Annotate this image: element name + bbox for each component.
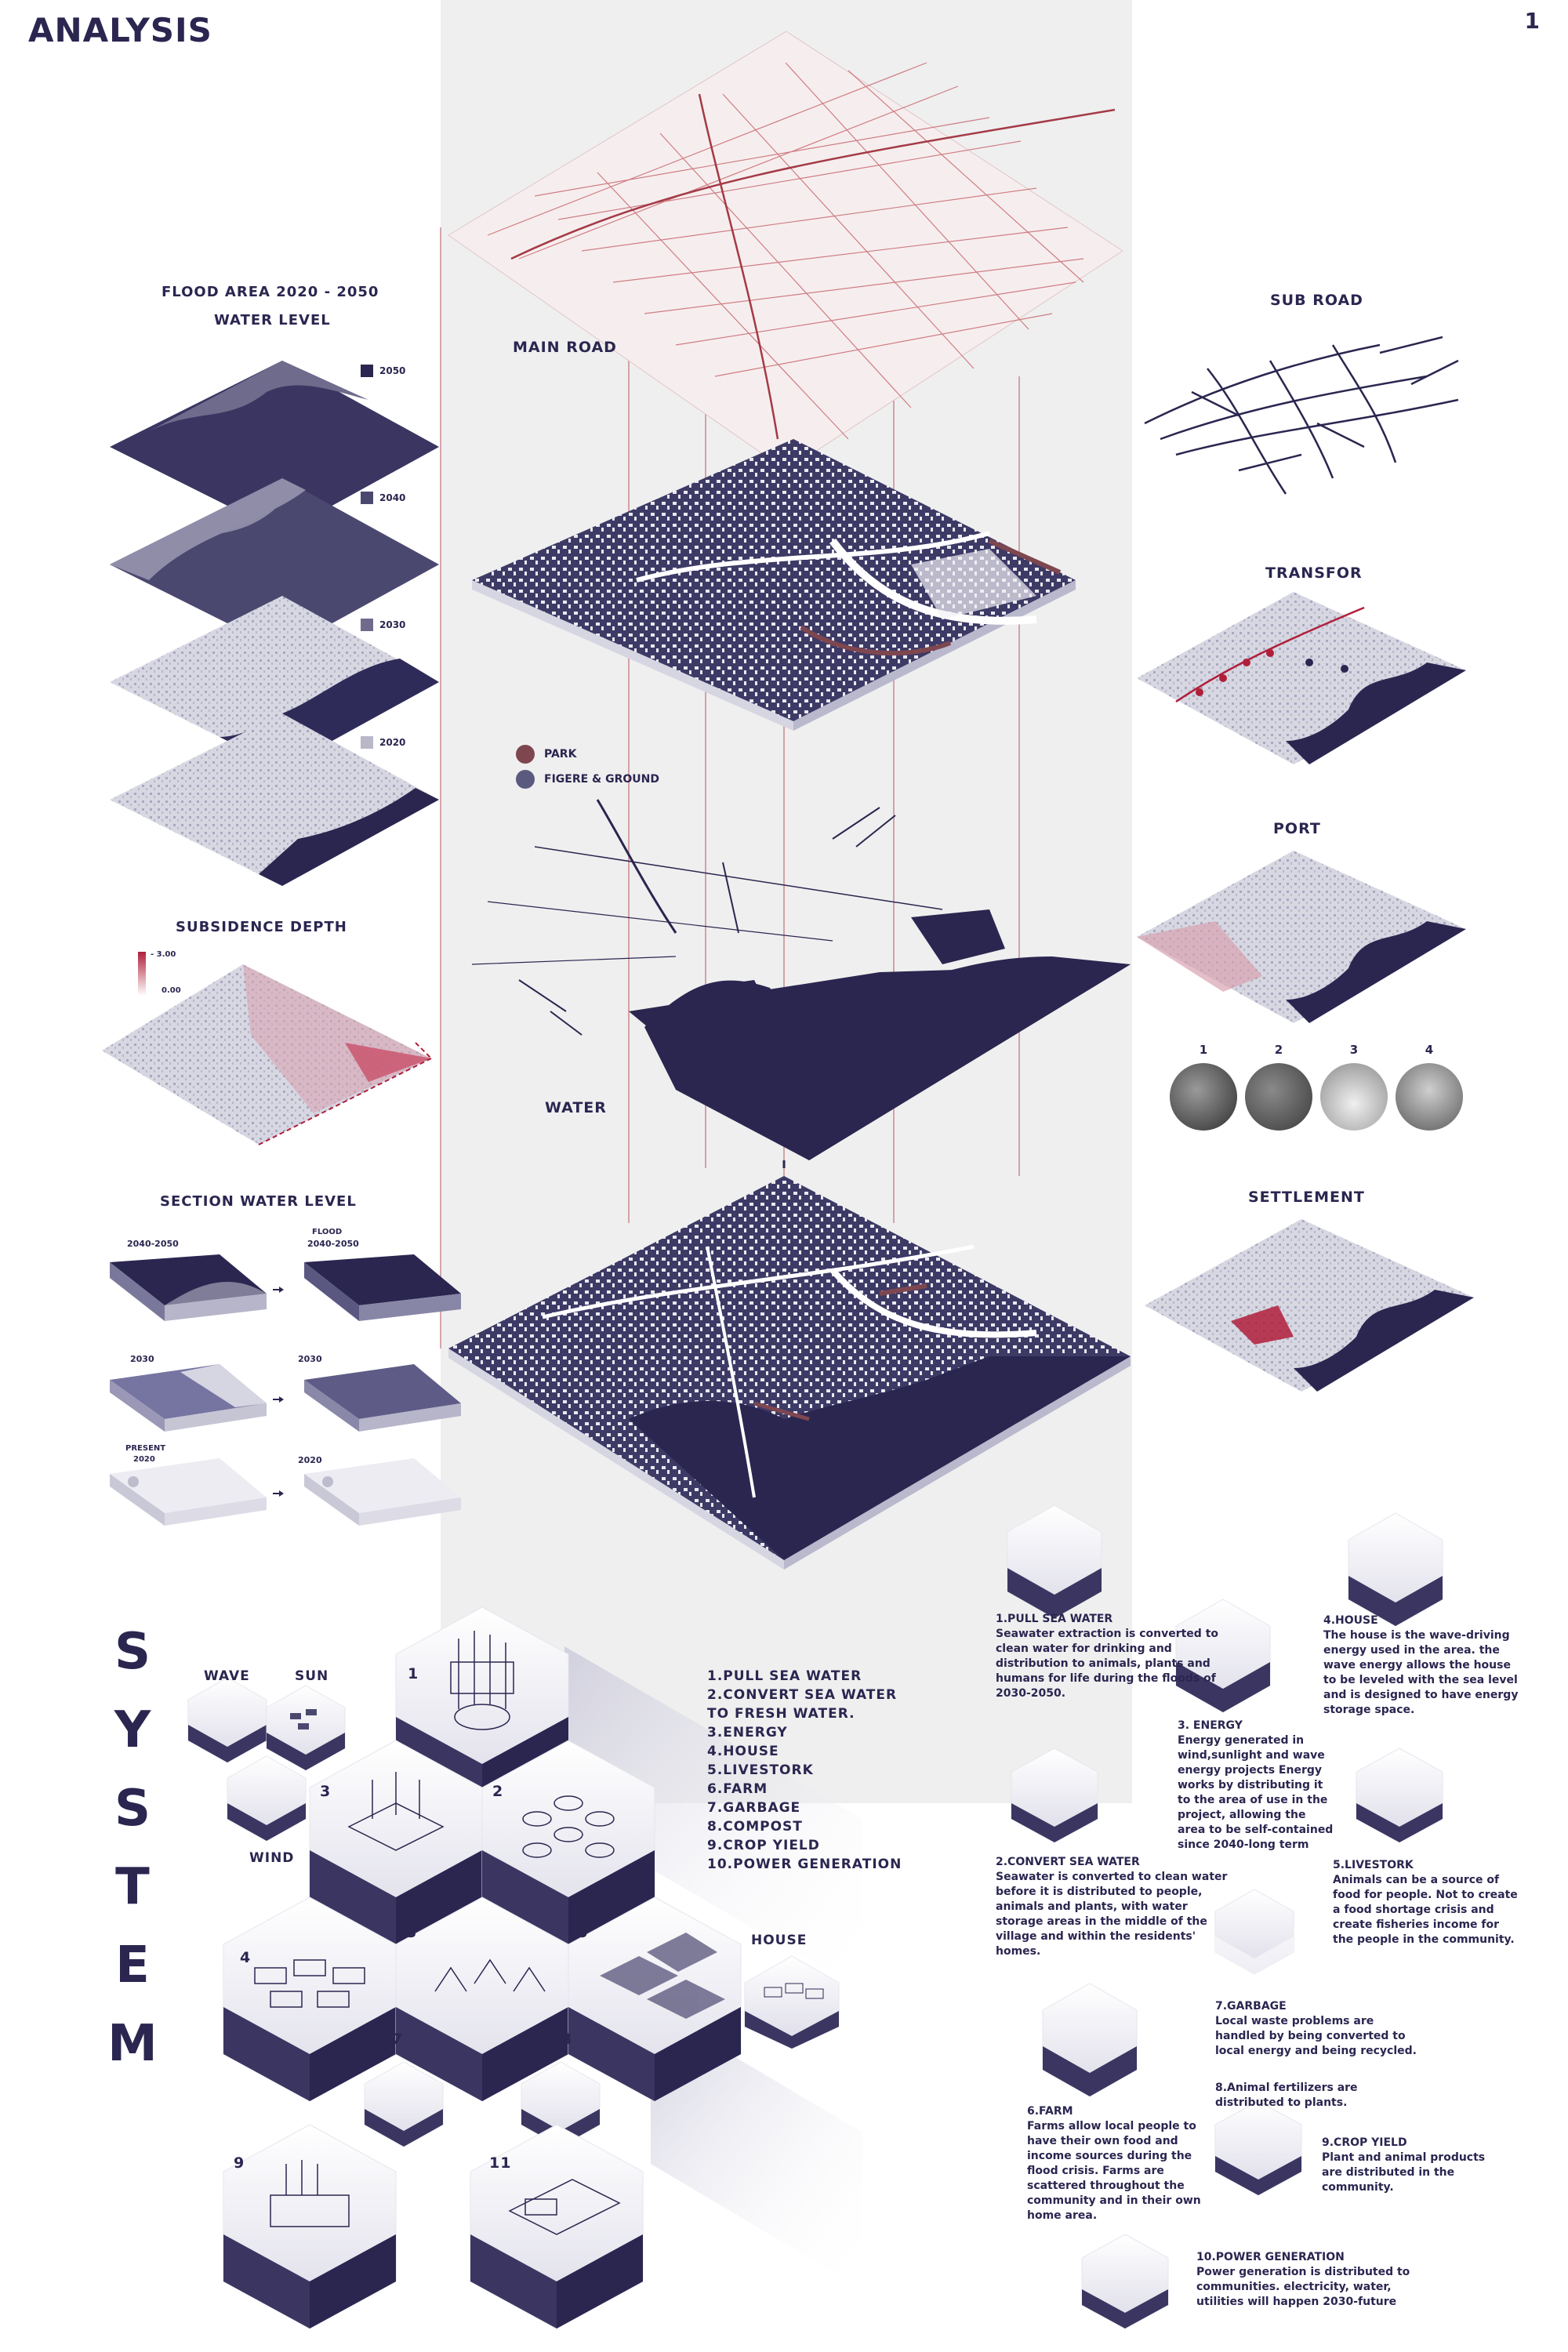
- section-row2-left: 2030: [130, 1354, 154, 1364]
- cube-number-1: 1: [408, 1665, 419, 1682]
- page-title: ANALYSIS: [28, 11, 212, 49]
- system-list-item-8: 8.COMPOST: [707, 1819, 803, 1835]
- section-blocks: [110, 1254, 461, 1526]
- legend-2020: 2020: [361, 734, 405, 749]
- legend-park: PARK: [516, 745, 576, 764]
- combined-map: [448, 1176, 1131, 1570]
- section-row3-left: 2020: [133, 1455, 155, 1464]
- energy-cubes: [187, 1677, 346, 1842]
- transfor-map: [1137, 592, 1466, 764]
- system-letter-e: E: [115, 1936, 150, 1994]
- section-row3-present: PRESENT: [125, 1444, 166, 1453]
- system-letter-y: Y: [114, 1701, 151, 1759]
- system-list-item-1: 1.PULL SEA WATER: [707, 1668, 862, 1684]
- section-row1-left: 2040-2050: [127, 1239, 179, 1249]
- system-list-item-7: 7.GARBAGE: [707, 1800, 801, 1816]
- port-photo-4: [1396, 1063, 1463, 1131]
- main-road-label: MAIN ROAD: [513, 339, 617, 356]
- photo-number-3: 3: [1349, 1043, 1359, 1057]
- legend-2050: 2050: [361, 362, 405, 377]
- section-row1-right: 2040-2050: [307, 1239, 359, 1249]
- page-number: 1: [1524, 8, 1540, 34]
- section-row2-right: 2030: [298, 1354, 322, 1364]
- cube-number-2: 2: [492, 1783, 504, 1800]
- flood-area-title: FLOOD AREA 2020 - 2050: [162, 284, 379, 300]
- legend-figure-ground: FIGERE & GROUND: [516, 770, 659, 789]
- port-photo-3: [1320, 1063, 1388, 1131]
- cube-number-3: 3: [320, 1783, 332, 1800]
- subsidence-map: [102, 964, 432, 1145]
- house-label: HOUSE: [751, 1933, 808, 1948]
- system-list-item-2: 2.CONVERT SEA WATER: [707, 1687, 898, 1703]
- legend-2040: 2040: [361, 489, 405, 504]
- legend-2030: 2030: [361, 616, 405, 631]
- system-list-item-2b: TO FRESH WATER.: [707, 1706, 855, 1722]
- system-vertical-title: S Y S T E M: [105, 1623, 160, 2073]
- water-label: WATER: [545, 1099, 607, 1116]
- cube-number-4: 4: [240, 1949, 252, 1966]
- settlement-map: [1145, 1219, 1474, 1392]
- port-photo-2: [1245, 1063, 1312, 1131]
- section-row1-flood: FLOOD: [312, 1228, 343, 1236]
- subsidence-min: 0.00: [162, 986, 181, 995]
- system-list: 1.PULL SEA WATER 2.CONVERT SEA WATER TO …: [707, 1667, 902, 1874]
- water-level-title: WATER LEVEL: [214, 312, 331, 328]
- wind-label: WIND: [249, 1850, 295, 1866]
- cube-number-6: 6: [577, 1924, 589, 1941]
- main-road-map: [448, 31, 1123, 471]
- figure-ground-map: [472, 439, 1076, 731]
- wave-label: WAVE: [204, 1668, 250, 1684]
- system-list-item-5: 5.LIVESTORK: [707, 1762, 814, 1778]
- transfor-label: TRANSFOR: [1265, 564, 1363, 582]
- system-cube-cluster: [223, 1606, 862, 2329]
- port-map: [1137, 851, 1466, 1023]
- port-label: PORT: [1273, 820, 1321, 837]
- cube-number-9: 9: [234, 2154, 245, 2172]
- system-list-item-10: 10.POWER GENERATION: [707, 1857, 902, 1872]
- water-map: [471, 799, 1131, 1160]
- photo-number-4: 4: [1425, 1043, 1434, 1057]
- park-swatch: [516, 745, 535, 764]
- flood-layers: [110, 361, 439, 886]
- system-list-item-9: 9.CROP YIELD: [707, 1838, 820, 1853]
- subsidence-title: SUBSIDENCE DEPTH: [176, 919, 347, 935]
- description-icons: [1007, 1504, 1443, 2329]
- cube-number-7: 7: [392, 2031, 404, 2048]
- system-letter-t: T: [115, 1858, 150, 1916]
- photo-number-2: 2: [1274, 1043, 1283, 1057]
- house-cube: [744, 1955, 840, 2049]
- sun-label: SUN: [295, 1668, 329, 1684]
- subsidence-max: - 3.00: [151, 950, 176, 959]
- system-letter-s1: S: [114, 1623, 151, 1681]
- system-letter-s2: S: [114, 1780, 151, 1838]
- system-letter-m: M: [107, 2015, 158, 2073]
- cube-number-8: 8: [561, 2031, 573, 2048]
- sub-road-map: [1144, 336, 1459, 495]
- system-list-item-6: 6.FARM: [707, 1781, 768, 1797]
- photo-number-1: 1: [1199, 1043, 1208, 1057]
- system-list-item-3: 3.ENERGY: [707, 1725, 788, 1740]
- figure-ground-swatch: [516, 770, 535, 789]
- system-list-item-4: 4.HOUSE: [707, 1744, 779, 1759]
- section-water-level-title: SECTION WATER LEVEL: [160, 1193, 357, 1210]
- cube-number-11: 11: [489, 2154, 512, 2172]
- settlement-label: SETTLEMENT: [1248, 1189, 1365, 1206]
- cube-number-5: 5: [406, 1924, 418, 1941]
- sub-road-label: SUB ROAD: [1270, 292, 1363, 309]
- port-photo-1: [1170, 1063, 1237, 1131]
- subsidence-scale-bar: [138, 952, 146, 996]
- section-row3-right: 2020: [298, 1455, 322, 1465]
